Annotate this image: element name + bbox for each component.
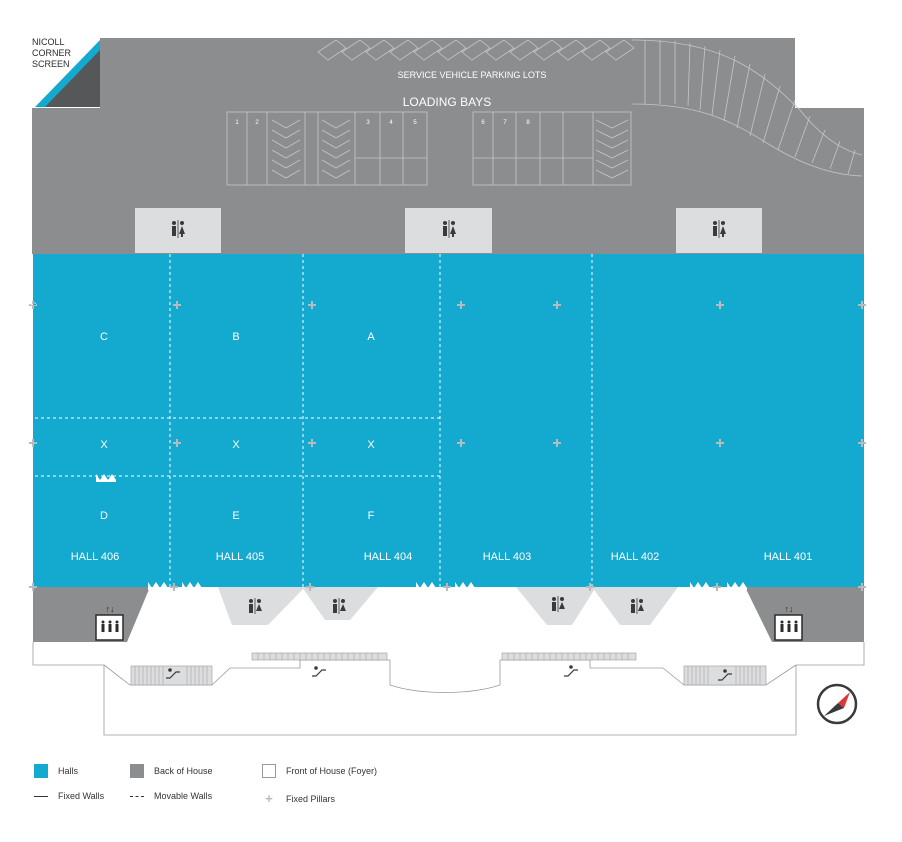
bay-number: 8 bbox=[526, 120, 530, 126]
door-marks bbox=[96, 474, 116, 482]
pillar bbox=[457, 439, 465, 447]
pillar bbox=[553, 439, 561, 447]
escalator-stripes bbox=[134, 653, 761, 685]
corner-line: NICOLL bbox=[32, 37, 65, 47]
svg-text:↑↓: ↑↓ bbox=[106, 604, 115, 614]
escalator-icon bbox=[166, 668, 180, 679]
nicoll-corner-screen-label: NICOLL CORNER SCREEN bbox=[32, 37, 71, 70]
bay-number: 4 bbox=[389, 120, 393, 126]
hall-sections: C X D B X E A X F bbox=[100, 331, 375, 522]
toilet-icon bbox=[552, 596, 565, 612]
section-label: A bbox=[367, 331, 375, 343]
toilet-block-top-3 bbox=[676, 208, 762, 253]
section-label: X bbox=[232, 439, 240, 451]
section-label: B bbox=[232, 331, 239, 343]
section-label: X bbox=[100, 439, 108, 451]
section-label: F bbox=[368, 510, 375, 522]
hall-names: HALL 406 HALL 405 HALL 404 HALL 403 HALL… bbox=[71, 551, 813, 563]
service-vehicle-parking-lots bbox=[317, 39, 635, 61]
pillar bbox=[170, 583, 178, 591]
hall-404-label: HALL 404 bbox=[364, 551, 413, 563]
hall-406-label: HALL 406 bbox=[71, 551, 120, 563]
toilet-icon bbox=[713, 220, 726, 238]
toilet-block-top-2 bbox=[405, 208, 492, 253]
parking-label: SERVICE VEHICLE PARKING LOTS bbox=[398, 70, 547, 80]
pillar bbox=[306, 583, 314, 591]
movable-walls bbox=[35, 254, 593, 587]
pillar bbox=[443, 583, 451, 591]
toilet-block-top-1 bbox=[135, 208, 221, 253]
section-label: X bbox=[367, 439, 375, 451]
escalator-icon bbox=[312, 666, 326, 677]
toilet-icon bbox=[249, 598, 262, 614]
back-of-house-bottom bbox=[33, 587, 864, 642]
toilet-icon bbox=[443, 220, 456, 238]
lift-icon: ↑↓ bbox=[774, 604, 803, 641]
pillar bbox=[716, 439, 724, 447]
pillar bbox=[858, 301, 866, 309]
hall-402-label: HALL 402 bbox=[611, 551, 660, 563]
pillar bbox=[173, 439, 181, 447]
bay-number: 7 bbox=[503, 120, 507, 126]
pillar bbox=[29, 583, 37, 591]
pillar bbox=[308, 439, 316, 447]
pillar bbox=[457, 301, 465, 309]
corner-line: SCREEN bbox=[32, 59, 70, 69]
hall-405-label: HALL 405 bbox=[216, 551, 265, 563]
section-label: E bbox=[232, 510, 239, 522]
pillar bbox=[29, 439, 37, 447]
section-label: C bbox=[100, 331, 108, 343]
escalator-icon bbox=[564, 665, 578, 677]
bay-numbers: 1 2 3 4 5 6 7 8 bbox=[235, 120, 530, 126]
back-of-house-area bbox=[32, 38, 864, 254]
loading-bays-right bbox=[472, 111, 632, 186]
fixed-pillars-bottom bbox=[29, 583, 866, 591]
fixed-pillars bbox=[29, 301, 866, 447]
loading-bays-left bbox=[226, 111, 428, 186]
bay-number: 6 bbox=[481, 120, 485, 126]
bay-number: 1 bbox=[235, 120, 239, 126]
loading-bays-label: LOADING BAYS bbox=[403, 95, 491, 109]
pillar bbox=[553, 301, 561, 309]
bay-number: 2 bbox=[255, 120, 259, 126]
hall-403-label: HALL 403 bbox=[483, 551, 532, 563]
svg-text:↑↓: ↑↓ bbox=[785, 604, 794, 614]
compass-icon bbox=[816, 683, 858, 725]
toilet-icon bbox=[333, 598, 346, 614]
pillar bbox=[858, 583, 866, 591]
toilet-icon bbox=[172, 220, 185, 238]
section-label: D bbox=[100, 510, 108, 522]
pillar bbox=[173, 301, 181, 309]
halls-area bbox=[33, 254, 864, 587]
bay-number: 5 bbox=[413, 120, 417, 126]
lift-icon: ↑↓ bbox=[95, 604, 124, 641]
pillar bbox=[716, 301, 724, 309]
toilet-icon bbox=[631, 598, 644, 614]
escalator-icon bbox=[718, 669, 732, 681]
curved-ramp bbox=[631, 39, 863, 177]
escalators bbox=[130, 652, 767, 686]
corner-line: CORNER bbox=[32, 48, 72, 58]
front-of-house-foyer bbox=[32, 642, 865, 736]
bay-number: 3 bbox=[366, 120, 370, 126]
pillar bbox=[858, 439, 866, 447]
hall-401-label: HALL 401 bbox=[764, 551, 813, 563]
pillar bbox=[713, 583, 721, 591]
door-marks-bottom bbox=[148, 582, 747, 590]
pillar bbox=[29, 301, 37, 309]
pillar bbox=[308, 301, 316, 309]
pillar bbox=[586, 583, 594, 591]
